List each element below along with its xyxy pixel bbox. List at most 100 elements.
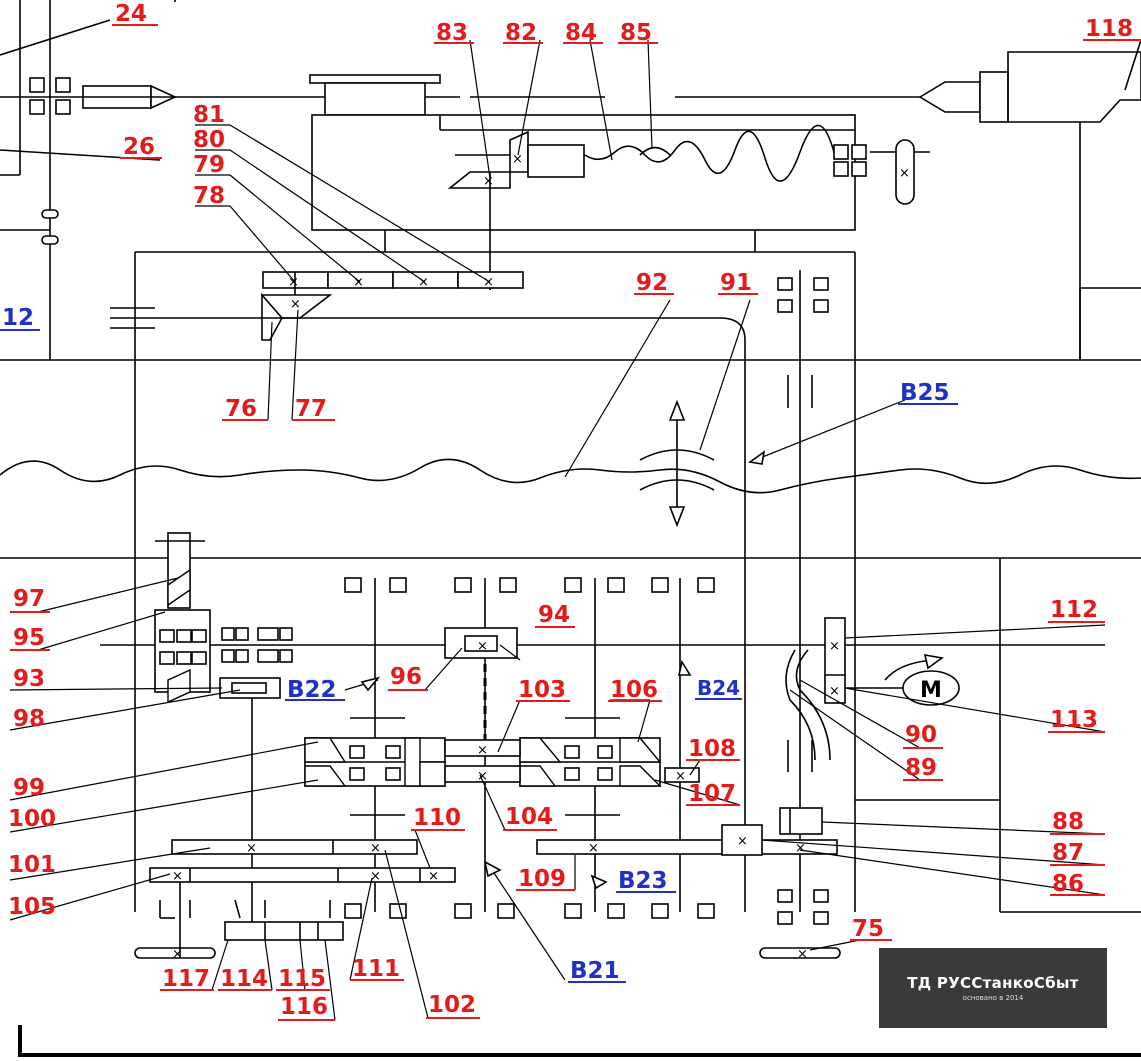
label-108: 108 — [688, 736, 736, 762]
label-102: 102 — [428, 992, 476, 1018]
svg-text:×: × — [588, 841, 599, 856]
label-83: 83 — [436, 20, 468, 46]
label-77: 77 — [295, 396, 327, 422]
label-86: 86 — [1052, 871, 1084, 897]
motor-drive: × × M — [785, 617, 960, 761]
svg-text:×: × — [288, 275, 299, 290]
label-117: 117 — [162, 966, 210, 992]
watermark-title: ТД РУССтанкоСбыт — [907, 974, 1079, 992]
label-75: 75 — [852, 916, 884, 942]
carriage-top: × × × — [309, 74, 930, 290]
label-79: 79 — [193, 152, 225, 178]
label-93: 93 — [13, 666, 45, 692]
label-113: 113 — [1050, 707, 1098, 733]
label-76: 76 — [225, 396, 257, 422]
label-118: 118 — [1085, 16, 1133, 42]
gear-row-78-81: × × × × × — [110, 271, 746, 912]
label-80: 80 — [193, 127, 225, 153]
tailstock — [918, 39, 1141, 360]
svg-text:×: × — [899, 166, 910, 181]
svg-text:×: × — [477, 639, 488, 654]
motor-icon — [902, 670, 960, 706]
label-114: 114 — [220, 966, 268, 992]
watermark-subtitle: основано в 2014 — [962, 994, 1024, 1002]
label-81: 81 — [193, 102, 225, 128]
label-82: 82 — [505, 20, 537, 46]
label-97: 97 — [13, 586, 45, 612]
label-26: 26 — [123, 134, 155, 160]
part-labels-blue: 12 B25 B22 B24 B23 B21 — [0, 305, 958, 984]
label-88: 88 — [1052, 809, 1084, 835]
right-shafts — [747, 270, 906, 912]
label-89: 89 — [905, 755, 937, 781]
rack-and-pinion — [154, 532, 293, 930]
svg-text:×: × — [172, 947, 183, 962]
label-b21: B21 — [570, 958, 620, 984]
label-95: 95 — [13, 625, 45, 651]
svg-text:×: × — [737, 834, 748, 849]
label-84: 84 — [565, 20, 597, 46]
label-106: 106 — [610, 677, 658, 703]
label-104: 104 — [505, 804, 553, 830]
label-115: 115 — [278, 966, 326, 992]
label-b23: B23 — [618, 868, 668, 894]
label-b22: B22 — [287, 677, 337, 703]
svg-text:×: × — [512, 152, 523, 167]
apron-shafts — [100, 577, 1105, 912]
label-24: 24 — [115, 1, 147, 27]
label-90: 90 — [905, 722, 937, 748]
watermark-logo: ТД РУССтанкоСбыт основано в 2014 — [879, 948, 1107, 1028]
label-b24: B24 — [697, 676, 740, 700]
lower-gears: × × × × × × × × × × — [134, 807, 841, 962]
svg-text:×: × — [246, 841, 257, 856]
svg-text:×: × — [172, 869, 183, 884]
label-100: 100 — [8, 806, 56, 832]
worm-94: × — [444, 627, 518, 659]
label-109: 109 — [518, 866, 566, 892]
label-112: 112 — [1050, 597, 1098, 623]
label-91: 91 — [720, 270, 752, 296]
label-12: 12 — [2, 305, 34, 331]
svg-text:×: × — [370, 869, 381, 884]
svg-text:×: × — [290, 297, 301, 312]
svg-text:×: × — [829, 684, 840, 699]
label-116: 116 — [280, 994, 328, 1020]
break-line — [0, 458, 1141, 494]
label-b25: B25 — [900, 380, 950, 406]
label-101: 101 — [8, 852, 56, 878]
svg-text:×: × — [829, 639, 840, 654]
label-92: 92 — [636, 270, 668, 296]
clutch-blocks: × × × — [304, 717, 700, 816]
svg-text:×: × — [428, 869, 439, 884]
svg-text:×: × — [797, 947, 808, 962]
label-99: 99 — [13, 775, 45, 801]
svg-text:×: × — [353, 275, 364, 290]
feed-arrow — [639, 399, 715, 528]
svg-text:×: × — [418, 275, 429, 290]
svg-text:×: × — [675, 769, 686, 784]
label-87: 87 — [1052, 840, 1084, 866]
label-98: 98 — [13, 706, 45, 732]
spindle-assembly — [0, 0, 460, 360]
leader-lines-bottom — [9, 577, 1106, 1021]
svg-text:×: × — [477, 769, 488, 784]
svg-text:×: × — [477, 743, 488, 758]
svg-text:×: × — [795, 841, 806, 856]
svg-text:×: × — [483, 174, 494, 189]
label-107: 107 — [688, 781, 736, 807]
part-labels-red: 24 26 83 82 84 85 118 81 80 79 78 92 91 … — [8, 1, 1141, 1021]
label-111: 111 — [352, 956, 400, 982]
label-78: 78 — [193, 183, 225, 209]
leader-lines-top — [195, 39, 751, 478]
label-105: 105 — [8, 894, 56, 920]
svg-text:×: × — [370, 841, 381, 856]
label-110: 110 — [413, 805, 461, 831]
label-103: 103 — [518, 677, 566, 703]
label-96: 96 — [390, 664, 422, 690]
motor-letter: M — [920, 678, 942, 703]
svg-text:×: × — [483, 275, 494, 290]
label-94: 94 — [538, 602, 570, 628]
label-85: 85 — [620, 20, 652, 46]
